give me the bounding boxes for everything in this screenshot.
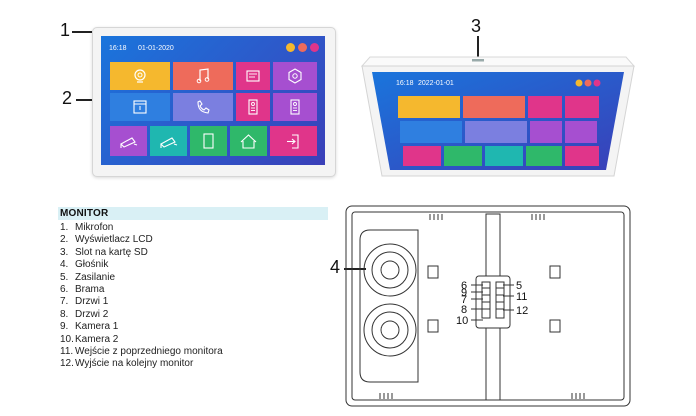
tile-call[interactable] — [173, 93, 233, 121]
tilted-tile-exit — [565, 146, 599, 166]
legend-item: 3.Slot na kartę SD — [60, 246, 148, 258]
terminal-number-10: 10 — [456, 315, 468, 327]
terminal-block — [475, 275, 511, 329]
status-dot-magenta — [593, 79, 601, 87]
tilted-tile-call — [465, 121, 527, 143]
tile-monitor[interactable] — [190, 126, 227, 156]
tilted-tile-music — [463, 96, 525, 118]
mounting-hole — [549, 319, 561, 333]
tilted-monitor-top-edge — [360, 56, 636, 67]
front-monitor-screen: 16:18 01-01-2020 — [101, 36, 325, 165]
tilted-tile-camera — [398, 96, 460, 118]
legend-item: 8.Drzwi 2 — [60, 308, 109, 320]
callout-3: 3 — [471, 16, 482, 36]
legend-item: 12.Wyjście na kolejny monitor — [60, 358, 194, 370]
mounting-hole — [549, 265, 561, 279]
legend-item: 6.Brama — [60, 284, 105, 296]
calendar-icon — [133, 100, 147, 114]
tile-music[interactable] — [173, 62, 233, 90]
legend-list: 1.Mikrofon 2.Wyświetlacz LCD 3.Slot na k… — [60, 222, 223, 371]
exit-icon — [287, 134, 299, 149]
terminal-number-8: 8 — [461, 304, 467, 316]
vent-bottom — [379, 393, 585, 399]
sd-card-slot — [472, 59, 484, 62]
monitor-back-view: 6 9 7 8 10 5 11 12 — [345, 205, 631, 407]
callout-3-leader — [477, 36, 479, 60]
legend-item: 9.Kamera 1 — [60, 321, 119, 333]
status-dot-magenta — [310, 43, 319, 52]
tile-camera[interactable] — [110, 62, 170, 90]
tilted-tile-unlock — [444, 146, 482, 166]
legend-item: 10.Kamera 2 — [60, 333, 119, 345]
tile-door-2[interactable] — [273, 93, 317, 121]
tile-messages[interactable] — [236, 62, 270, 90]
callout-1-leader — [72, 31, 92, 33]
tilted-tile-calendar — [400, 121, 462, 143]
legend-item: 2.Wyświetlacz LCD — [60, 234, 153, 246]
callout-4-leader — [344, 268, 366, 270]
tilted-tile-messages — [528, 96, 562, 118]
legend-item: 5.Zasilanie — [60, 271, 116, 283]
legend-item: 11.Wejście z poprzedniego monitora — [60, 346, 223, 358]
tilted-tile-cctv-2 — [565, 121, 597, 143]
status-dot-yellow — [575, 79, 583, 87]
front-status-dots — [286, 43, 322, 53]
tilted-tile-home — [526, 146, 562, 166]
cctv-icon — [120, 137, 138, 148]
legend-item: 4.Głośnik — [60, 259, 109, 271]
terminal-column-left — [481, 281, 491, 319]
front-date: 01-01-2020 — [138, 45, 174, 52]
tile-cctv-2[interactable] — [150, 126, 187, 156]
status-dot-coral — [298, 43, 307, 52]
tile-home[interactable] — [230, 126, 267, 156]
home-icon — [240, 134, 257, 149]
tilted-tile-cctv-1 — [530, 121, 562, 143]
terminal-number-6: 6 — [461, 280, 467, 292]
camera-icon — [134, 69, 146, 83]
tilted-tile-door-1 — [565, 96, 599, 118]
tile-settings[interactable] — [273, 62, 317, 90]
mounting-hole — [427, 319, 439, 333]
message-icon — [246, 70, 260, 82]
speaker-housing — [359, 229, 419, 383]
callout-4: 4 — [330, 257, 341, 277]
terminal-number-7: 7 — [461, 294, 467, 306]
music-icon — [196, 68, 210, 84]
speaker-grille-top — [363, 243, 417, 297]
tilted-monitor: 16:18 2022-01-01 — [360, 56, 636, 177]
gear-icon — [288, 68, 302, 84]
tile-door-1[interactable] — [236, 93, 270, 121]
mounting-hole — [427, 265, 439, 279]
legend-item: 1.Mikrofon — [60, 222, 114, 233]
legend-header-bar — [58, 207, 328, 220]
callout-1: 1 — [60, 20, 71, 40]
terminal-number-9: 9 — [461, 287, 467, 299]
front-time: 16:18 — [109, 45, 127, 52]
tilted-time: 16:18 — [396, 80, 414, 87]
terminal-number-11: 11 — [516, 291, 527, 303]
front-monitor: 16:18 01-01-2020 — [92, 27, 336, 177]
monitor-icon — [203, 133, 214, 149]
tile-exit[interactable] — [270, 126, 317, 156]
legend-item: 7.Drzwi 1 — [60, 296, 109, 308]
tile-calendar[interactable] — [110, 93, 170, 121]
tilted-tile-monitor — [485, 146, 523, 166]
tile-cctv-1[interactable] — [110, 126, 147, 156]
status-dot-yellow — [286, 43, 295, 52]
tilted-tile-settings — [403, 146, 441, 166]
door-station-icon — [248, 99, 258, 115]
door-station-icon — [290, 99, 300, 115]
terminal-number-5: 5 — [516, 280, 522, 292]
vent-top — [429, 214, 545, 220]
speaker-grille-bottom — [363, 303, 417, 357]
callout-2: 2 — [62, 88, 73, 108]
back-outer-frame — [345, 205, 631, 407]
cctv-icon — [160, 137, 178, 148]
phone-icon — [197, 100, 210, 114]
tilted-date: 2022-01-01 — [418, 80, 454, 87]
legend-title: MONITOR — [60, 208, 109, 219]
terminal-column-right — [495, 281, 505, 319]
status-dot-coral — [584, 79, 592, 87]
terminal-number-12: 12 — [516, 305, 528, 317]
